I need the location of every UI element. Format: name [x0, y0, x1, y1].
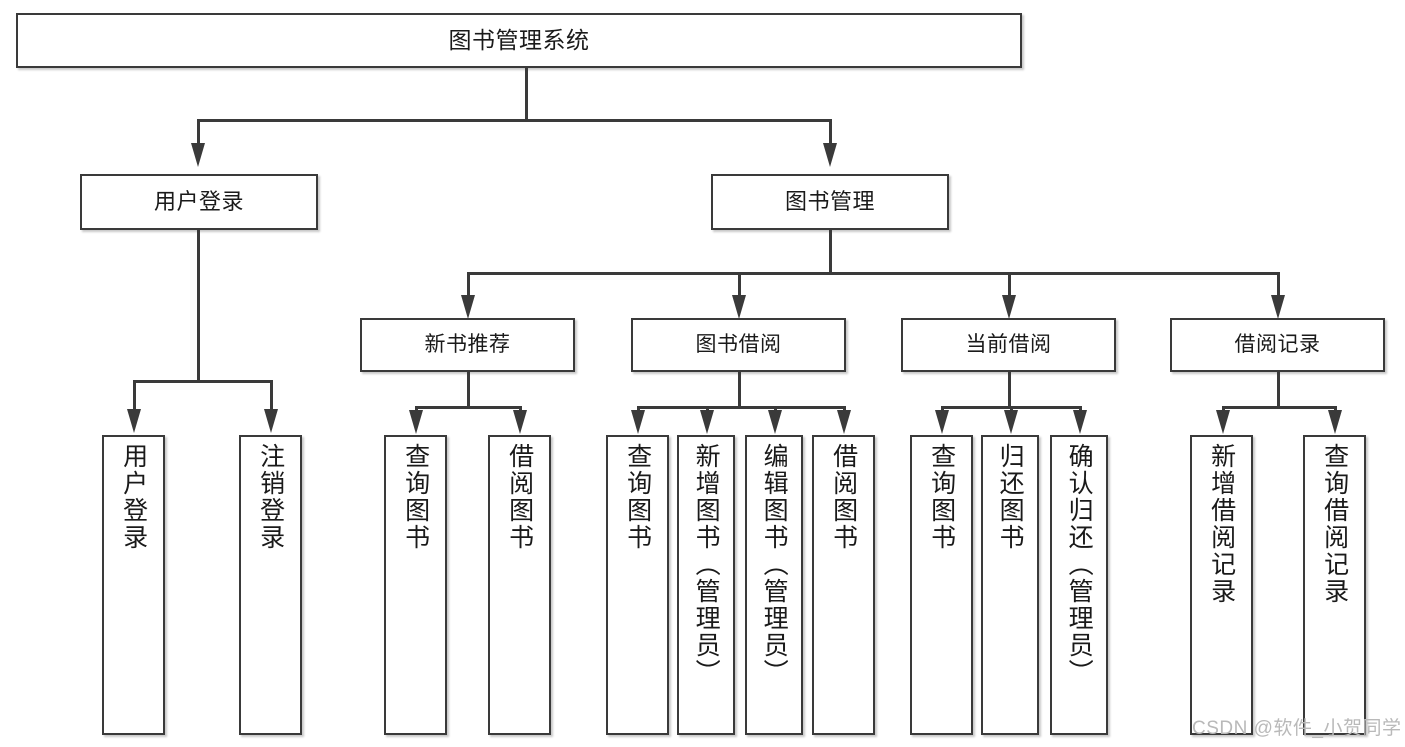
- arrowhead-l3-0: [461, 295, 475, 319]
- connector-root-to-book-mgmt: [829, 119, 832, 144]
- connector-book-mgmt-to-l3-2: [1008, 272, 1011, 296]
- connector-book-borrow-to-leaf-0: [637, 406, 640, 412]
- node-label: 查询借阅记录: [1320, 443, 1349, 605]
- node-label: 借阅记录: [1234, 332, 1321, 356]
- node-label: 编辑图书（管理员）: [760, 443, 789, 686]
- arrowhead-book-borrow-leaf-1: [700, 410, 714, 434]
- arrowhead-user-login-leaf-0: [127, 409, 141, 433]
- node-current-borrow[interactable]: 当前借阅: [901, 318, 1116, 372]
- node-label: 借阅图书: [505, 443, 534, 551]
- leaf-current-borrow-1[interactable]: 归还图书: [981, 435, 1039, 735]
- node-new-book-recommend[interactable]: 新书推荐: [360, 318, 575, 372]
- arrowhead-root-to-book-mgmt: [823, 143, 837, 167]
- arrowhead-l3-1: [732, 295, 746, 319]
- connector-current-borrow-stem: [1008, 372, 1011, 408]
- connector-book-borrow-stem: [738, 372, 741, 408]
- arrowhead-l3-2: [1002, 295, 1016, 319]
- node-root-system[interactable]: 图书管理系统: [16, 13, 1022, 68]
- node-label: 用户登录: [153, 189, 244, 215]
- connector-new-book-stem: [467, 372, 470, 408]
- node-label: 当前借阅: [965, 332, 1052, 356]
- leaf-book-borrow-1[interactable]: 新增图书（管理员）: [677, 435, 735, 735]
- node-label: 确认归还（管理员）: [1065, 443, 1094, 686]
- arrowhead-new-book-leaf-1: [513, 410, 527, 434]
- node-label: 注销登录: [256, 443, 285, 551]
- node-label: 查询图书: [927, 443, 956, 551]
- connector-book-mgmt-to-l3-1: [738, 272, 741, 296]
- arrowhead-borrow-record-leaf-0: [1216, 410, 1230, 434]
- connector-user-login-stem: [197, 230, 200, 382]
- leaf-user-login-0[interactable]: 用户登录: [102, 435, 165, 735]
- connector-user-login-to-leaf-1: [270, 380, 273, 410]
- node-label: 新书推荐: [424, 332, 511, 356]
- leaf-current-borrow-0[interactable]: 查询图书: [910, 435, 973, 735]
- node-book-management[interactable]: 图书管理: [711, 174, 949, 230]
- connector-book-mgmt-stem: [829, 230, 832, 274]
- leaf-user-login-1[interactable]: 注销登录: [239, 435, 302, 735]
- arrowhead-new-book-leaf-0: [409, 410, 423, 434]
- node-user-login[interactable]: 用户登录: [80, 174, 318, 230]
- node-label: 用户登录: [119, 443, 148, 551]
- leaf-current-borrow-2[interactable]: 确认归还（管理员）: [1050, 435, 1108, 735]
- connector-new-book-to-leaf-0: [415, 406, 418, 412]
- connector-book-borrow-to-leaf-3: [843, 406, 846, 412]
- connector-root-stem: [525, 68, 528, 121]
- node-book-borrow[interactable]: 图书借阅: [631, 318, 846, 372]
- leaf-borrow-record-1[interactable]: 查询借阅记录: [1303, 435, 1366, 735]
- connector-current-borrow-to-leaf-1: [1010, 406, 1013, 412]
- arrowhead-l3-3: [1271, 295, 1285, 319]
- connector-new-book-bus: [415, 406, 521, 409]
- leaf-book-borrow-3[interactable]: 借阅图书: [812, 435, 875, 735]
- connector-borrow-record-to-leaf-1: [1334, 406, 1337, 412]
- node-label: 归还图书: [996, 443, 1025, 551]
- arrowhead-current-borrow-leaf-0: [935, 410, 949, 434]
- arrowhead-current-borrow-leaf-2: [1073, 410, 1087, 434]
- connector-borrow-record-bus: [1222, 406, 1336, 409]
- connector-current-borrow-to-leaf-0: [941, 406, 944, 412]
- connector-book-borrow-to-leaf-1: [706, 406, 709, 412]
- arrowhead-borrow-record-leaf-1: [1328, 410, 1342, 434]
- node-label: 新增图书（管理员）: [692, 443, 721, 686]
- node-label: 图书管理系统: [448, 27, 590, 54]
- node-label: 新增借阅记录: [1207, 443, 1236, 605]
- arrowhead-book-borrow-leaf-2: [768, 410, 782, 434]
- connector-book-mgmt-to-l3-0: [467, 272, 470, 296]
- leaf-new-book-rec-1[interactable]: 借阅图书: [488, 435, 551, 735]
- arrowhead-current-borrow-leaf-1: [1004, 410, 1018, 434]
- connector-book-borrow-to-leaf-2: [774, 406, 777, 412]
- connector-book-mgmt-to-l3-3: [1277, 272, 1280, 296]
- connector-root-bus: [197, 119, 831, 122]
- connector-book-borrow-bus: [637, 406, 845, 409]
- connector-book-mgmt-bus: [467, 272, 1279, 275]
- node-label: 查询图书: [401, 443, 430, 551]
- leaf-book-borrow-2[interactable]: 编辑图书（管理员）: [745, 435, 803, 735]
- connector-borrow-record-stem: [1277, 372, 1280, 408]
- arrowhead-book-borrow-leaf-3: [837, 410, 851, 434]
- connector-user-login-bus: [133, 380, 272, 383]
- connector-current-borrow-to-leaf-2: [1079, 406, 1082, 412]
- arrowhead-book-borrow-leaf-0: [631, 410, 645, 434]
- connector-root-to-user-login: [197, 119, 200, 144]
- leaf-borrow-record-0[interactable]: 新增借阅记录: [1190, 435, 1253, 735]
- node-label: 图书借阅: [695, 332, 782, 356]
- node-label: 查询图书: [623, 443, 652, 551]
- connector-borrow-record-to-leaf-0: [1222, 406, 1225, 412]
- connector-user-login-to-leaf-0: [133, 380, 136, 410]
- node-borrow-record[interactable]: 借阅记录: [1170, 318, 1385, 372]
- leaf-book-borrow-0[interactable]: 查询图书: [606, 435, 669, 735]
- node-label: 图书管理: [784, 189, 875, 215]
- leaf-new-book-rec-0[interactable]: 查询图书: [384, 435, 447, 735]
- connector-new-book-to-leaf-1: [519, 406, 522, 412]
- node-label: 借阅图书: [829, 443, 858, 551]
- arrowhead-root-to-user-login: [191, 143, 205, 167]
- arrowhead-user-login-leaf-1: [264, 409, 278, 433]
